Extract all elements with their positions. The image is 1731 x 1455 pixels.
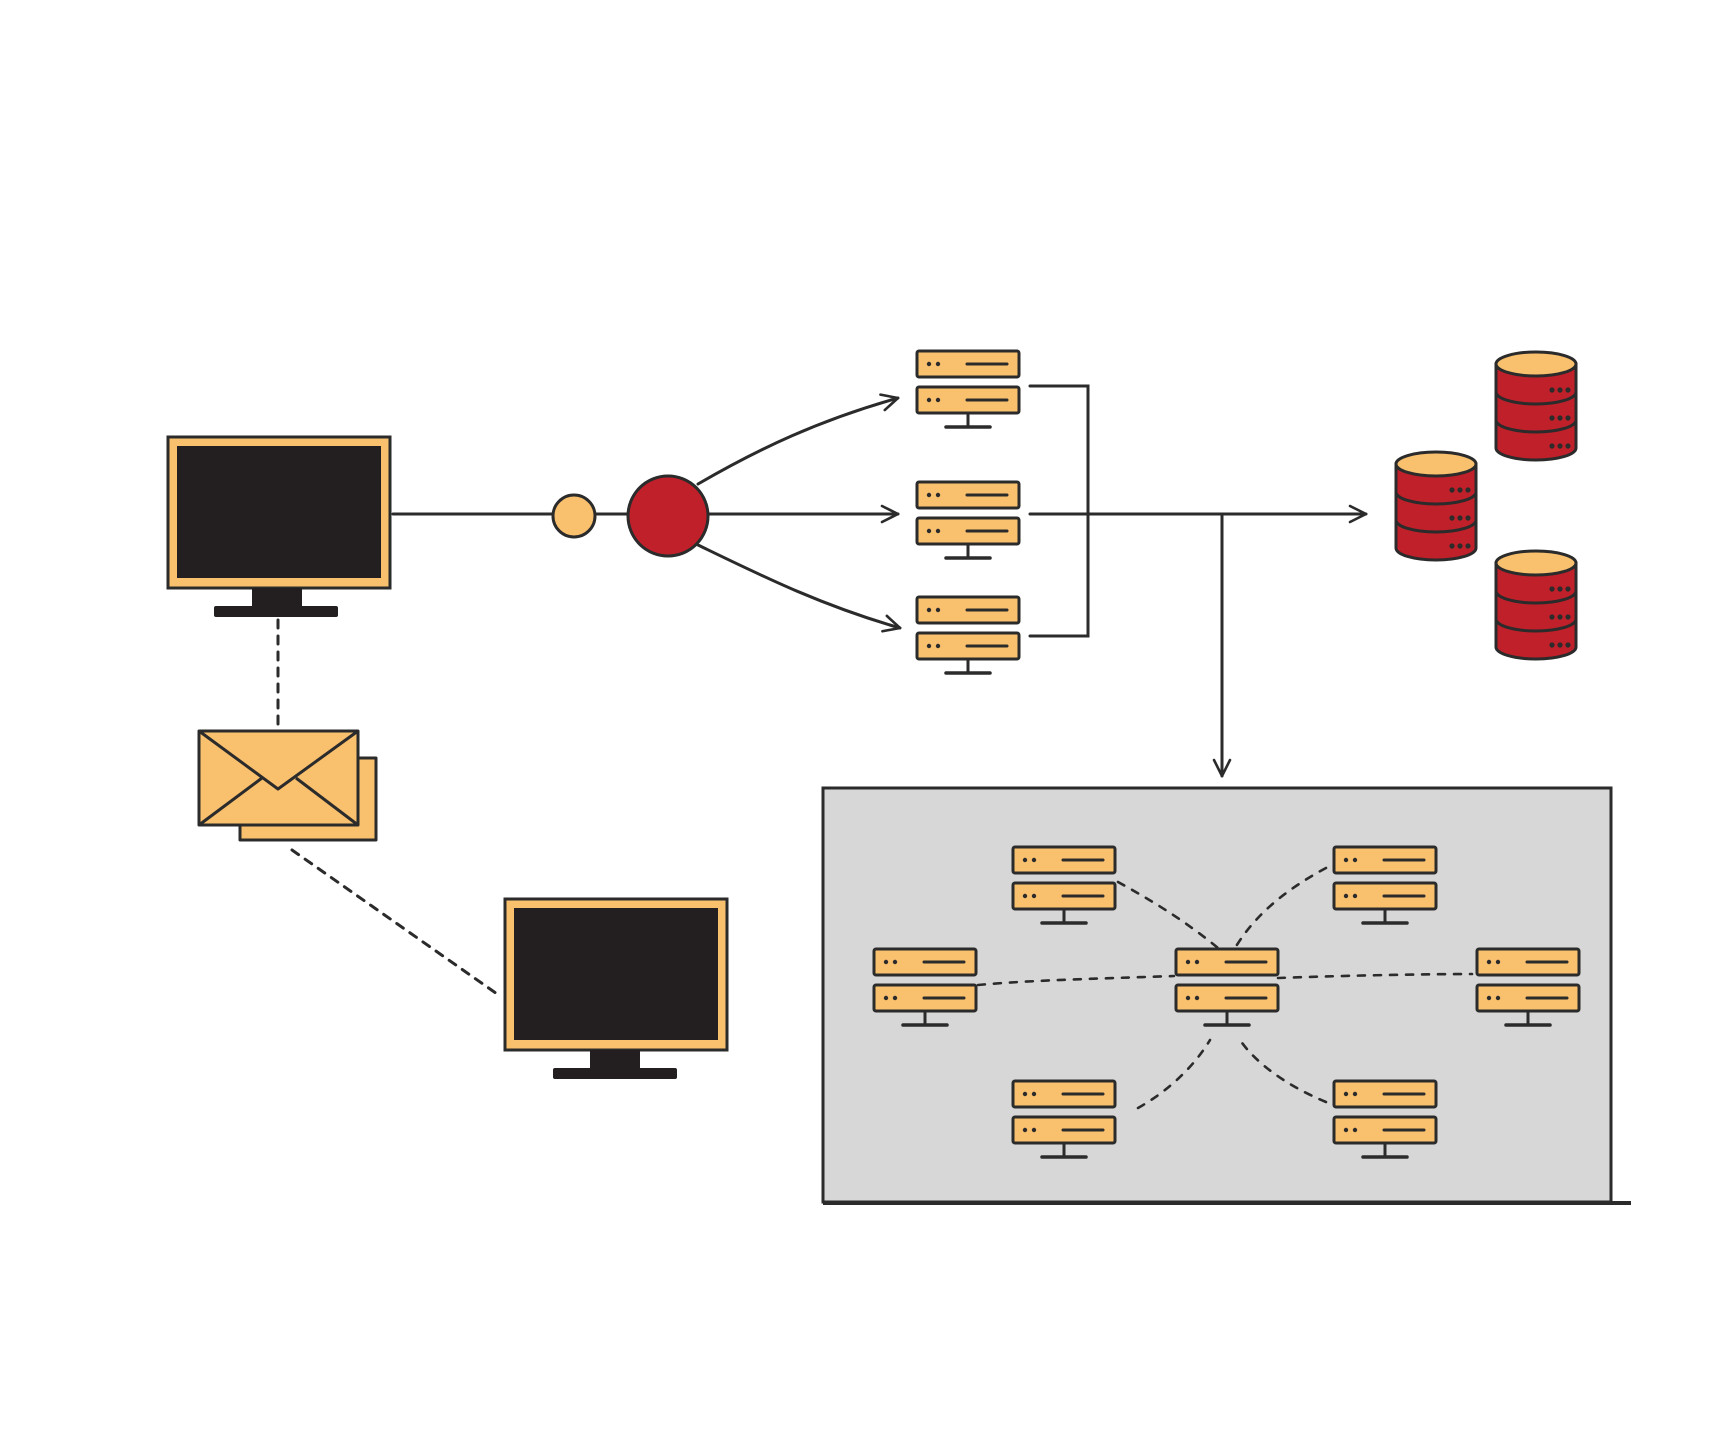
connections [276, 384, 1368, 998]
app-server-1-icon [915, 349, 1021, 429]
app-server-2-icon [915, 480, 1021, 560]
envelope-icon [197, 729, 378, 842]
load-balancer-node-icon [626, 474, 710, 558]
balancer-to-server-1-arrow [696, 393, 900, 486]
database-1-icon [1494, 350, 1578, 462]
message-to-client-dashed-line [290, 848, 502, 998]
server-cluster-panel [821, 786, 1631, 1205]
cluster-links [976, 866, 1474, 1110]
database-2-icon [1394, 450, 1478, 562]
primary-client-monitor-icon [166, 435, 392, 617]
app-server-3-icon [915, 595, 1021, 675]
secondary-client-monitor-icon [503, 897, 729, 1079]
server-1-bracket-line [1028, 384, 1090, 638]
database-3-icon [1494, 549, 1578, 661]
balancer-to-server-3-arrow [696, 543, 902, 633]
small-node-icon [551, 493, 597, 539]
